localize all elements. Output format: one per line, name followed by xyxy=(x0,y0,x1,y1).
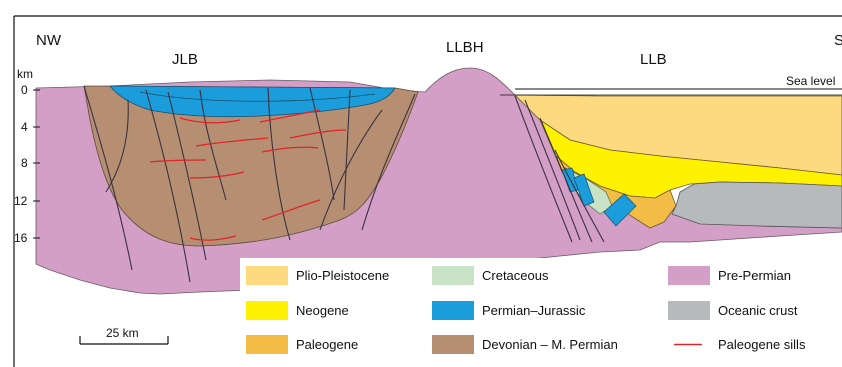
depth-tick-12: 12 xyxy=(14,194,28,208)
depth-axis-unit: km xyxy=(17,67,33,81)
oceanic-crust-fill xyxy=(672,182,842,228)
legend-swatch-permian-jurassic xyxy=(432,301,474,320)
legend-label-oceanic-crust: Oceanic crust xyxy=(718,303,798,318)
depth-tick-0: 0 xyxy=(21,83,28,97)
jlb-label: JLB xyxy=(172,51,198,68)
scale-bar-label: 25 km xyxy=(106,326,139,340)
depth-tick-4: 4 xyxy=(21,120,28,134)
sea-level-label: Sea level xyxy=(786,74,835,88)
legend-label-pre-permian: Pre-Permian xyxy=(718,268,791,283)
depth-tick-16: 16 xyxy=(14,231,28,245)
llb-label: LLB xyxy=(640,51,667,68)
llbh-label: LLBH xyxy=(446,39,484,56)
legend-swatch-devonian-m-permian xyxy=(432,335,474,354)
legend-swatch-oceanic-crust xyxy=(668,301,710,320)
legend-swatch-neogene xyxy=(246,301,288,320)
legend-swatch-paleogene xyxy=(246,335,288,354)
legend-label-paleogene: Paleogene xyxy=(296,337,358,352)
nw-label: NW xyxy=(36,32,62,49)
se-label: SE xyxy=(834,32,842,49)
legend-swatch-pre-permian xyxy=(668,266,710,285)
legend-label-permian-jurassic: Permian–Jurassic xyxy=(482,303,586,318)
legend-label-neogene: Neogene xyxy=(296,303,349,318)
legend-label-plio-pleistocene: Plio-Pleistocene xyxy=(296,268,389,283)
legend-swatch-plio-pleistocene xyxy=(246,266,288,285)
legend-label-cretaceous: Cretaceous xyxy=(482,268,549,283)
legend-label-paleogene-sills: Paleogene sills xyxy=(718,337,806,352)
legend-label-devonian-m-permian: Devonian – M. Permian xyxy=(482,337,618,352)
depth-tick-8: 8 xyxy=(21,156,28,170)
legend-swatch-cretaceous xyxy=(432,266,474,285)
